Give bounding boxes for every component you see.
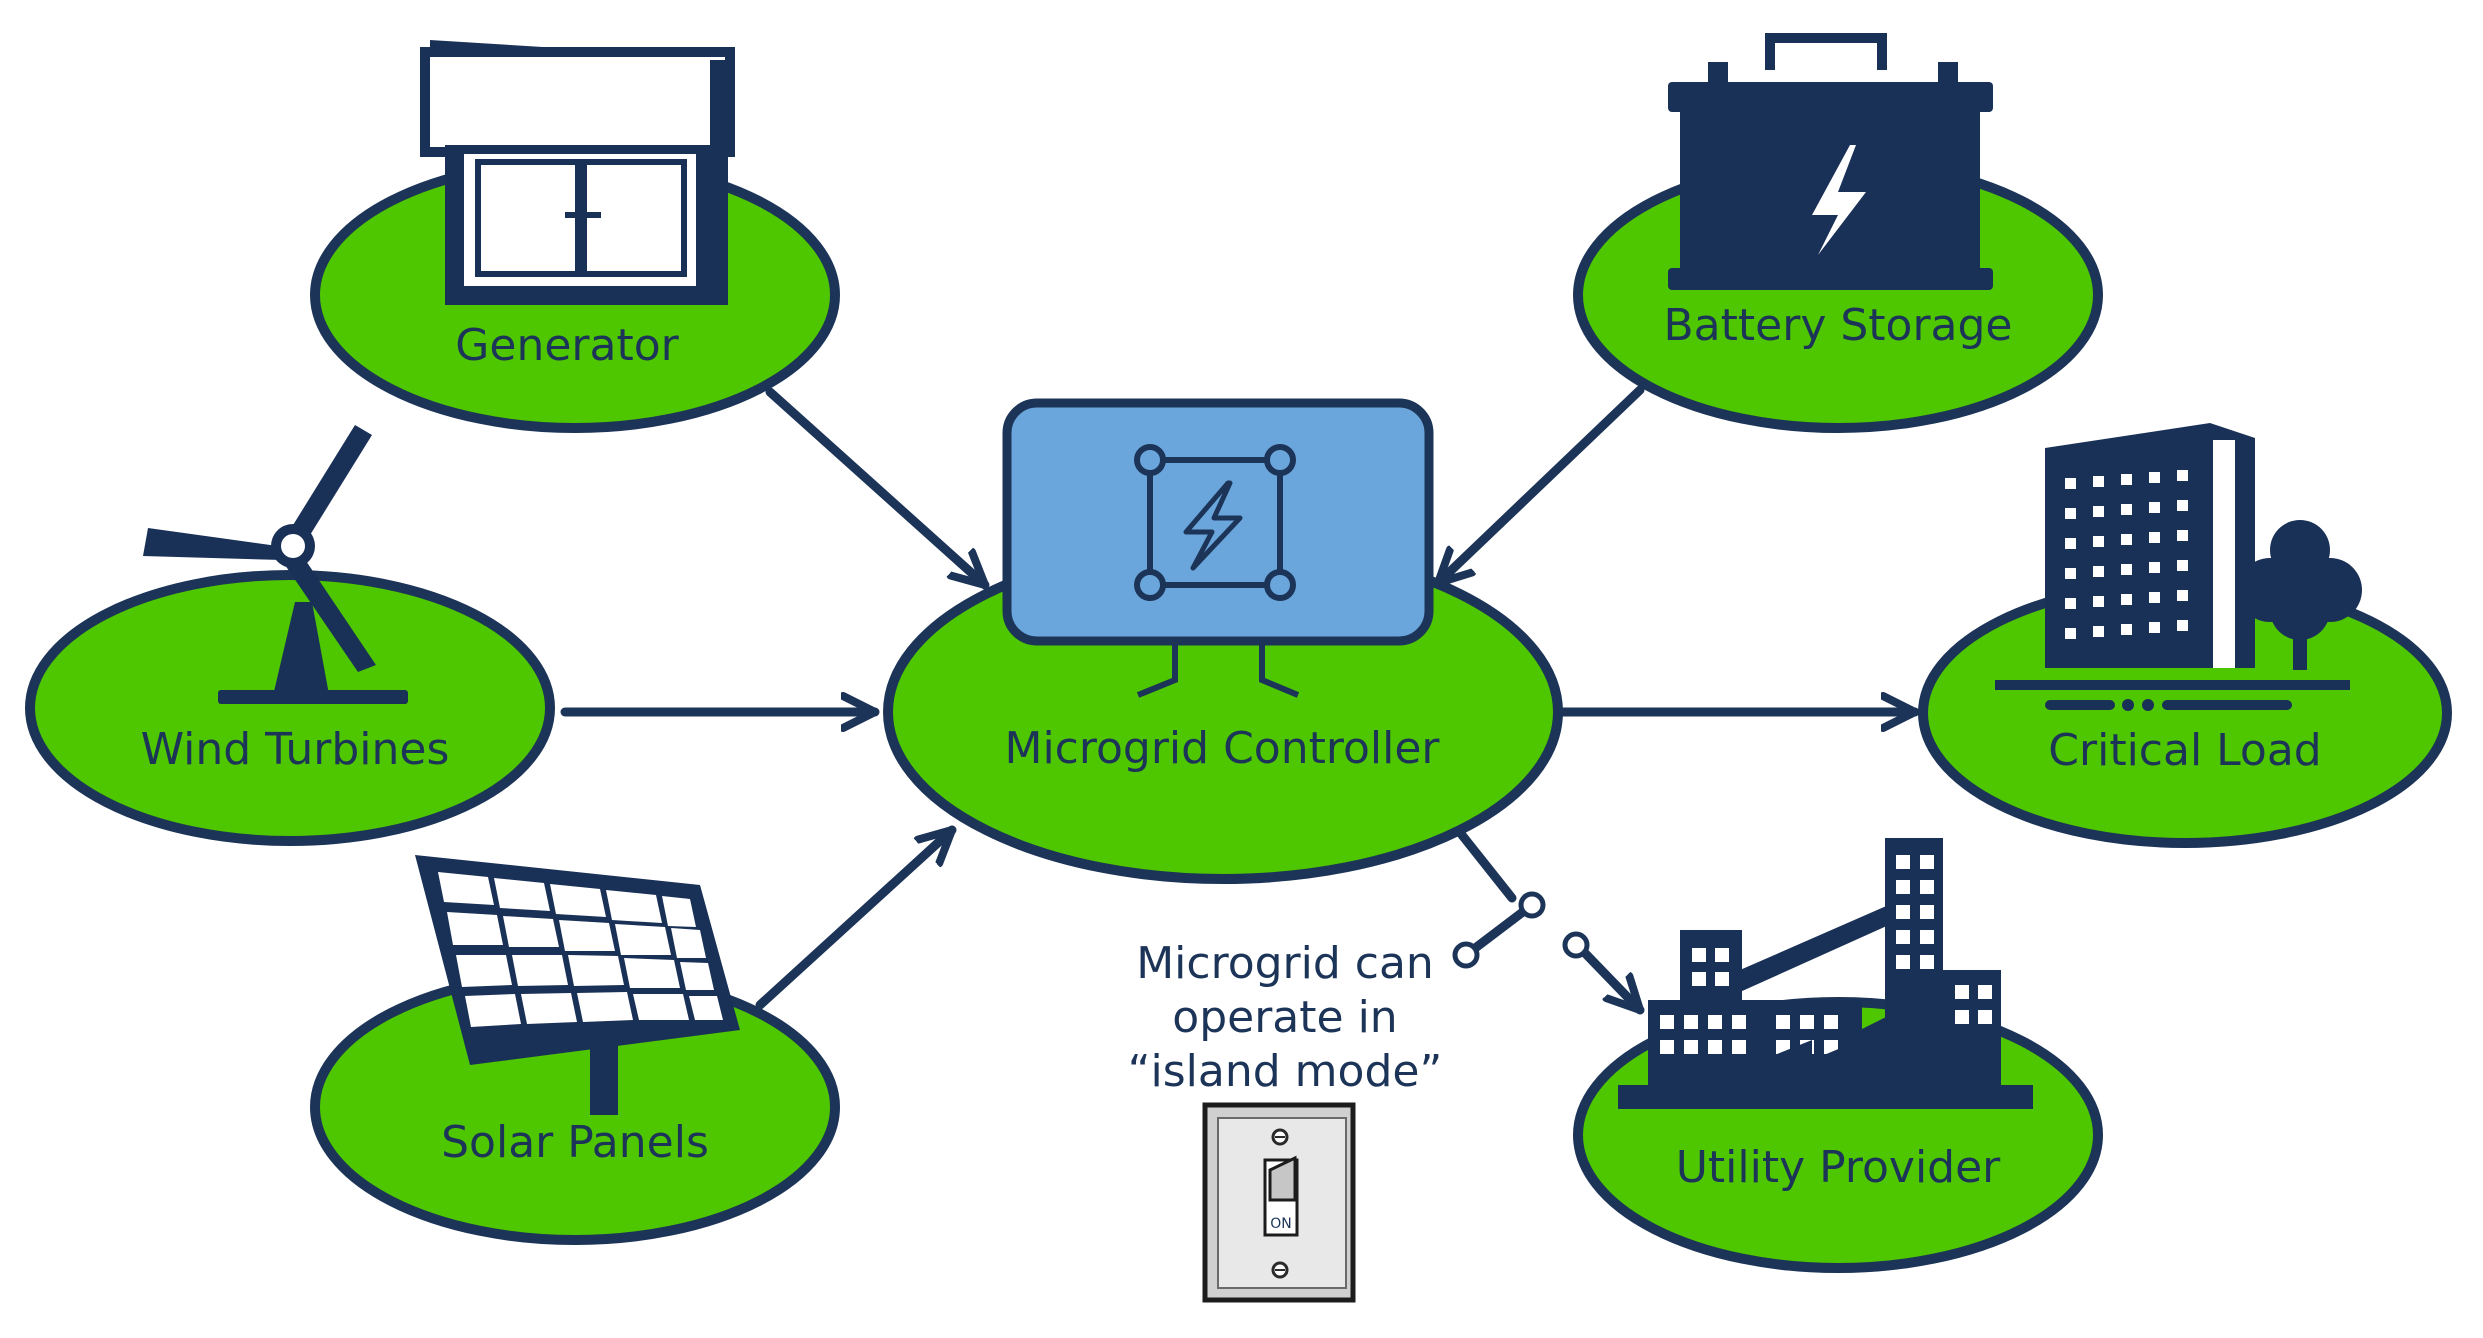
building-icon	[1995, 423, 2362, 711]
light-switch-icon: ON	[1202, 1102, 1356, 1303]
switch-contacts	[1452, 891, 1590, 969]
edge-controller-switch	[1453, 825, 1517, 903]
solar-panels-label: Solar Panels	[441, 1117, 709, 1168]
edges	[560, 385, 1920, 1015]
generator-icon	[420, 40, 735, 305]
edge-battery-controller	[1433, 385, 1645, 588]
note-line-3: “island mode”	[1128, 1046, 1443, 1097]
building-windows	[2065, 470, 2188, 639]
controller-screen-icon	[1002, 398, 1434, 698]
microgrid-controller-label: Microgrid Controller	[1004, 723, 1440, 774]
factory-icon	[1618, 838, 2033, 1109]
battery-icon	[1668, 33, 1993, 290]
note-line-1: Microgrid can	[1136, 938, 1434, 989]
edge-switch-utility	[1577, 945, 1645, 1015]
factory-windows	[1660, 855, 1992, 1054]
battery-storage-label: Battery Storage	[1664, 300, 2013, 351]
island-mode-note: Microgrid can operate in “island mode”	[1128, 938, 1443, 1097]
wind-turbines-label: Wind Turbines	[141, 724, 450, 775]
switch-contact-left	[1452, 941, 1480, 969]
solar-panel-icon	[415, 855, 740, 1115]
node-labels: Generator Wind Turbines Solar Panels Mic…	[141, 300, 2322, 1193]
note-line-2: operate in	[1172, 992, 1397, 1043]
wind-turbines-node	[25, 570, 555, 846]
generator-label: Generator	[455, 320, 679, 371]
wind-turbine-icon	[143, 425, 408, 704]
switch-contact-top	[1518, 891, 1546, 919]
utility-provider-label: Utility Provider	[1676, 1142, 2001, 1193]
node-ellipses	[25, 157, 2452, 1273]
critical-load-label: Critical Load	[2048, 725, 2321, 776]
switch-contact-right	[1562, 931, 1590, 959]
edge-generator-controller	[765, 387, 990, 590]
switch-on-label: ON	[1270, 1216, 1292, 1232]
edge-solar-controller	[755, 825, 957, 1010]
